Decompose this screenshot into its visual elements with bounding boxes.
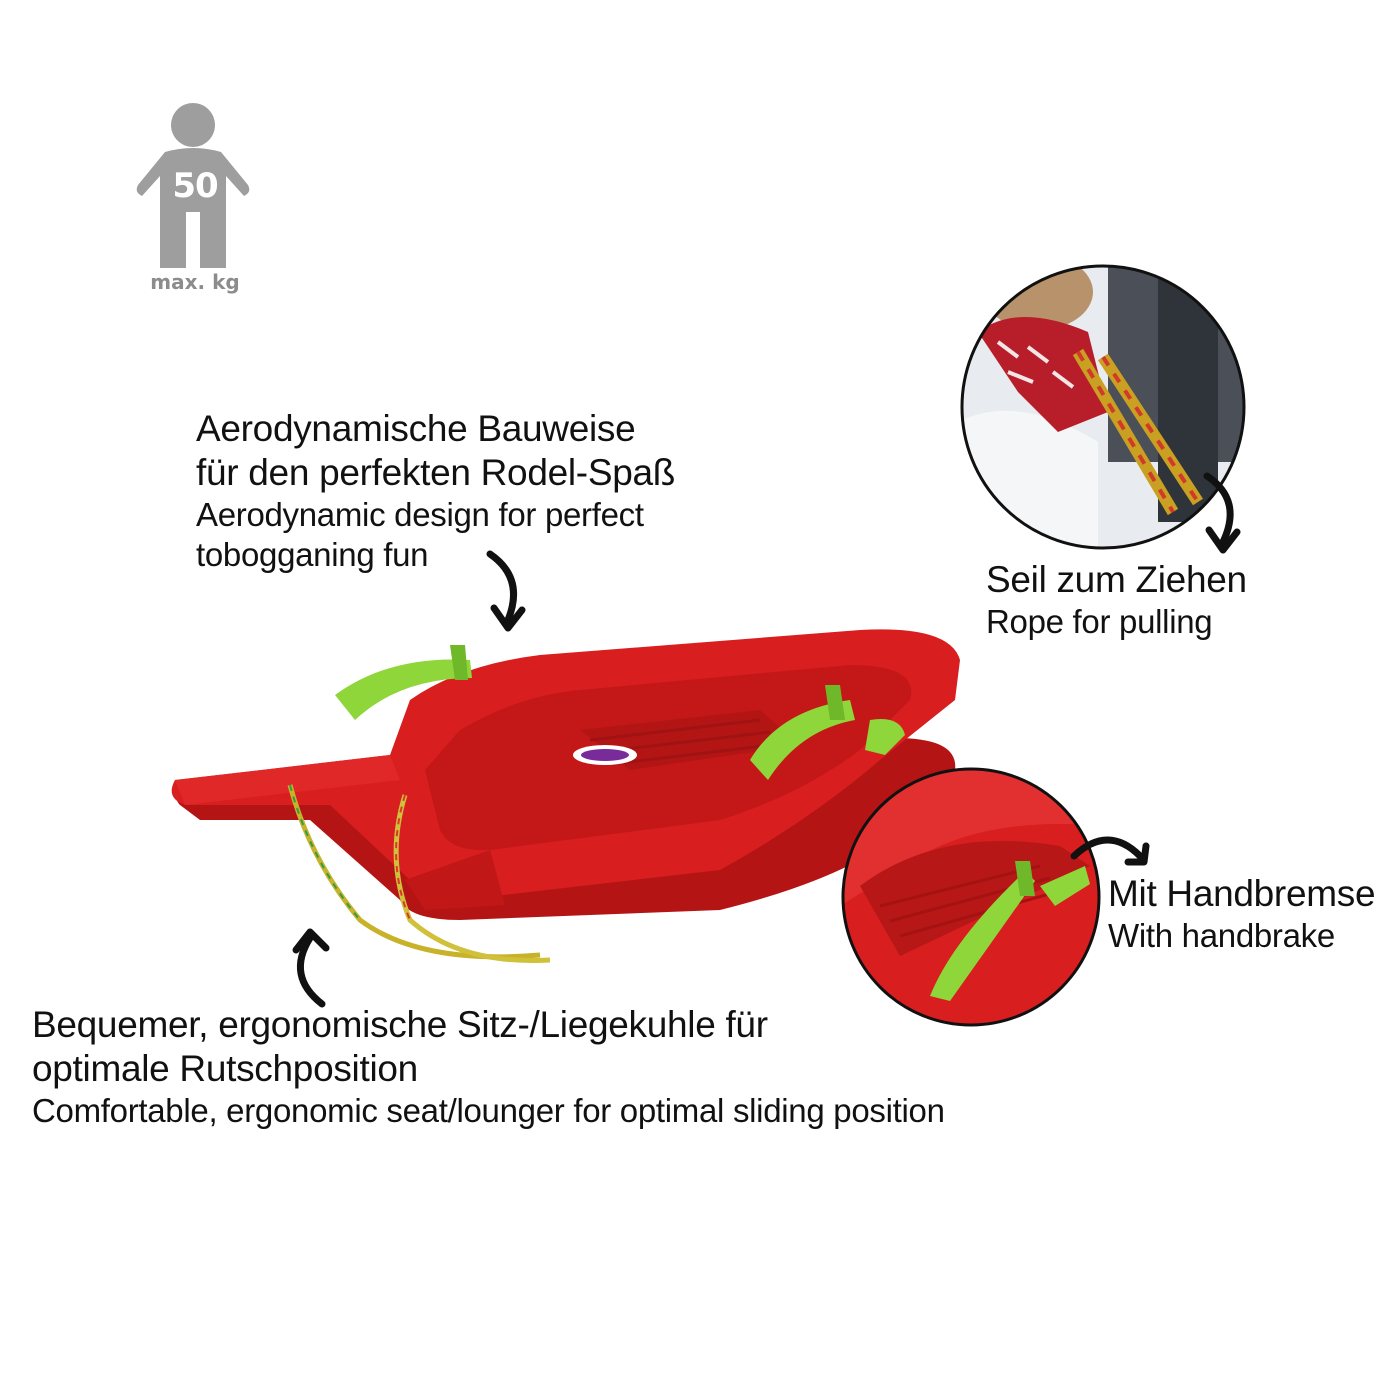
callout-aerodynamic: Aerodynamische Bauweise für den perfekte… [196, 407, 675, 575]
seat-en: Comfortable, ergonomic seat/lounger for … [32, 1092, 945, 1129]
arrow-aero-icon [486, 550, 526, 632]
aero-en-line-1: Aerodynamic design for perfect [196, 496, 644, 533]
arrow-seat-icon [292, 928, 330, 1008]
rope-en: Rope for pulling [986, 603, 1213, 640]
callout-rope: Seil zum Ziehen Rope for pulling [986, 558, 1247, 642]
sled-image [171, 629, 960, 963]
seat-de-line-2: optimale Rutschposition [32, 1048, 418, 1089]
person-icon [136, 103, 250, 268]
callout-seat: Bequemer, ergonomische Sitz-/Liegekuhle … [32, 1003, 945, 1131]
rope-detail-image [960, 264, 1246, 550]
aero-de-line-2: für den perfekten Rodel-Spaß [196, 452, 676, 493]
callout-handbrake: Mit Handbremse With handbrake [1108, 872, 1376, 956]
seat-de-line-1: Bequemer, ergonomische Sitz-/Liegekuhle … [32, 1004, 768, 1045]
arrow-brake-icon [1070, 836, 1150, 866]
weight-value: 50 [172, 166, 218, 206]
aero-en-line-2: tobogganing fun [196, 536, 429, 573]
aero-de-line-1: Aerodynamische Bauweise [196, 408, 636, 449]
rope-de: Seil zum Ziehen [986, 559, 1247, 600]
weight-badge: 50 max. kg [130, 100, 270, 300]
weight-unit: max. kg [150, 270, 240, 294]
arrow-rope-icon [1203, 472, 1241, 554]
brake-en: With handbrake [1108, 917, 1335, 954]
brake-de: Mit Handbremse [1108, 873, 1376, 914]
handbrake-detail-image [841, 767, 1101, 1027]
